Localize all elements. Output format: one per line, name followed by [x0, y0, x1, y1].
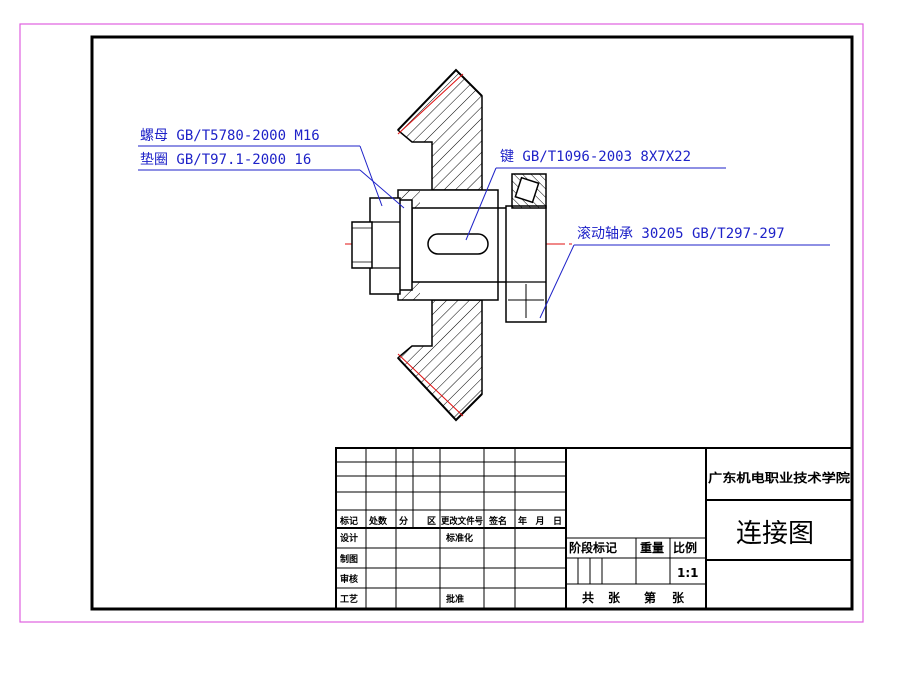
- tb-scale-value: 1:1: [677, 566, 699, 580]
- gear-upper-outline: [397, 68, 483, 131]
- keyway-slot: [427, 233, 489, 255]
- callout-bearing: 滚动轴承 30205 GB/T297-297: [577, 225, 785, 242]
- tb-header-mark: 标记: [339, 515, 358, 527]
- tb-standardize: 标准化: [445, 532, 473, 544]
- assembly-drawing: [345, 68, 575, 422]
- threaded-stud: [351, 221, 373, 269]
- title-block-text: 标记 处数 分 区 更改文件号 签名 年月日 设计 制图 审核 工艺 标准化 批…: [339, 470, 850, 605]
- tb-row-process: 工艺: [340, 593, 358, 605]
- tb-row-review: 审核: [340, 573, 358, 585]
- callout-nut-leader: [359, 145, 383, 207]
- gear-pitch-line-lower: [397, 353, 464, 417]
- tb-sheets-unit-1: 张: [608, 590, 621, 605]
- gear-upper-section: [396, 68, 483, 191]
- callout-nut: 螺母 GB/T5780-2000 M16: [140, 128, 320, 144]
- gear-pitch-line-upper: [397, 73, 464, 135]
- tb-header-qu: 区: [427, 516, 436, 527]
- tb-drawing-title: 连接图: [736, 519, 814, 549]
- tb-weight: 重量: [640, 540, 664, 555]
- callouts: 螺母 GB/T5780-2000 M16 垫圈 GB/T97.1-2000 16…: [138, 128, 830, 319]
- callout-washer: 垫圈 GB/T97.1-2000 16: [140, 152, 311, 168]
- tb-sheets-unit-2: 张: [672, 590, 685, 605]
- tb-school-name: 广东机电职业技术学院: [708, 470, 850, 485]
- gear-lower-outline: [397, 357, 483, 422]
- tb-header-change-doc: 更改文件号: [441, 515, 483, 527]
- tb-sheets-total: 共: [582, 590, 594, 605]
- tb-scale: 比例: [673, 540, 697, 555]
- tb-row-draw: 制图: [340, 553, 358, 565]
- bearing-roller: [514, 176, 540, 204]
- tb-row-design: 设计: [340, 532, 358, 544]
- tb-stage-mark: 阶段标记: [569, 540, 617, 555]
- tb-header-count: 处数: [368, 515, 388, 527]
- callout-bearing-leader: [539, 244, 575, 319]
- tb-header-date: 年月日: [518, 515, 562, 527]
- tb-header-sign: 签名: [488, 515, 507, 527]
- tb-sheet-no: 第: [644, 590, 656, 605]
- callout-key: 键 GB/T1096-2003 8X7X22: [500, 149, 691, 165]
- title-block: [335, 447, 853, 610]
- tb-header-fen: 分: [399, 515, 408, 527]
- callout-key-leader: [465, 167, 497, 241]
- tb-approve: 批准: [446, 593, 464, 605]
- nut: [369, 197, 401, 295]
- sheet-border: [19, 23, 864, 623]
- callout-washer-leader: [359, 169, 405, 209]
